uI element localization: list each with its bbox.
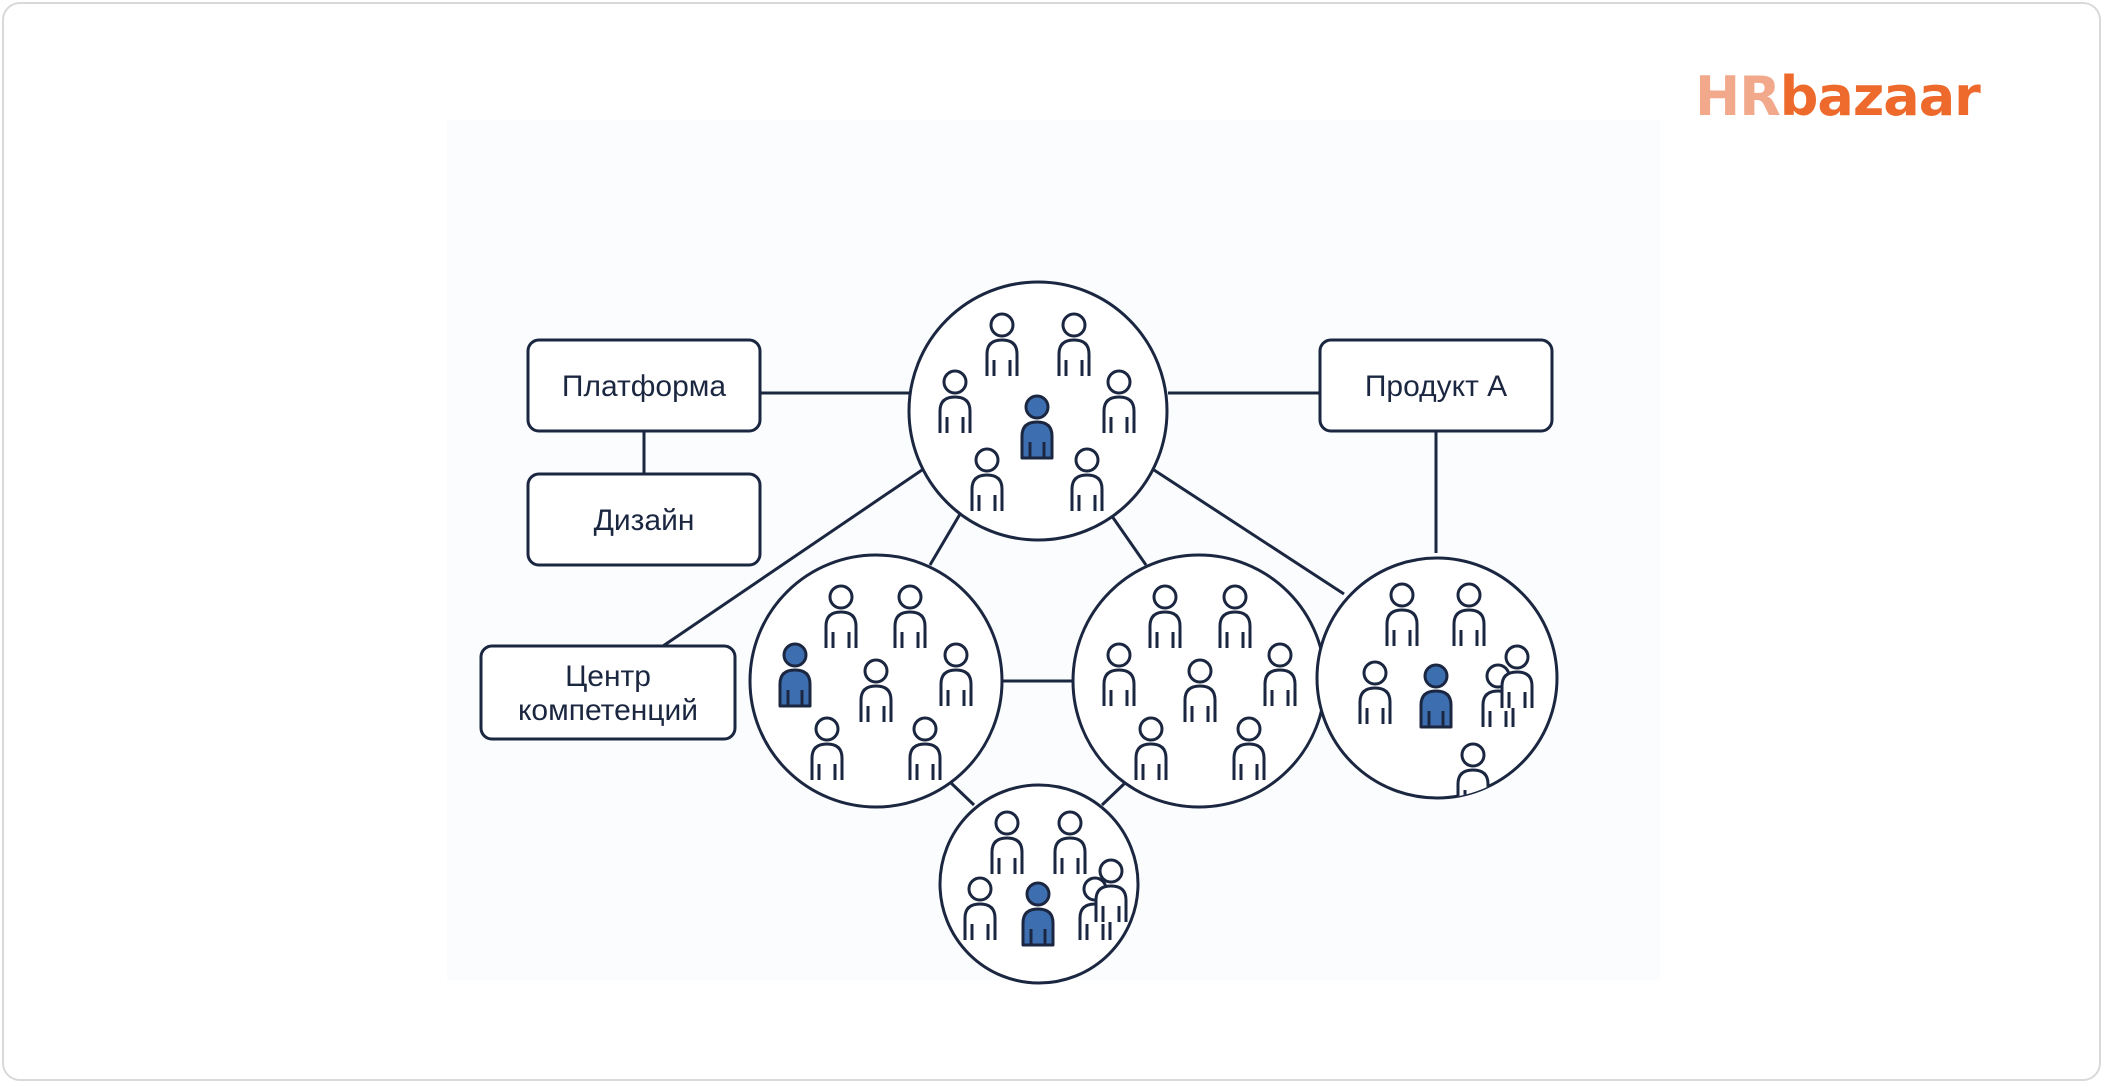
highlighted-person-icon bbox=[1419, 663, 1453, 729]
team-circle-top bbox=[907, 280, 1169, 542]
person-icon bbox=[1452, 582, 1486, 648]
box-platform-label: Платформа bbox=[562, 370, 727, 403]
box-competence-center: Центр компетенций bbox=[479, 644, 737, 741]
box-platform: Платформа bbox=[526, 338, 762, 433]
person-icon bbox=[1500, 644, 1534, 710]
team-circle-middle bbox=[1071, 553, 1327, 809]
person-icon bbox=[859, 658, 893, 724]
person-icon bbox=[824, 584, 858, 650]
box-competence-label-line1: Центр bbox=[565, 660, 651, 693]
person-icon bbox=[1134, 716, 1168, 782]
logo-part-hr: HR bbox=[1695, 65, 1781, 128]
highlighted-person-icon bbox=[1021, 881, 1055, 947]
person-icon bbox=[1218, 584, 1252, 650]
box-competence-label-line2: компетенций bbox=[518, 694, 698, 727]
person-icon bbox=[939, 642, 973, 708]
person-icon bbox=[1053, 810, 1087, 876]
box-design-label: Дизайн bbox=[594, 504, 695, 537]
box-product-a: Продукт А bbox=[1318, 338, 1554, 433]
team-circle-right bbox=[1315, 556, 1559, 800]
line-middle-bottom bbox=[1100, 781, 1127, 807]
person-icon bbox=[1148, 584, 1182, 650]
highlighted-person-icon bbox=[1020, 394, 1054, 460]
line-top-left bbox=[928, 508, 965, 566]
person-icon bbox=[1102, 642, 1136, 708]
person-icon bbox=[1263, 642, 1297, 708]
logo-part-bazaar: bazaar bbox=[1779, 65, 1981, 128]
person-icon bbox=[963, 876, 997, 942]
person-icon bbox=[1232, 716, 1266, 782]
person-icon bbox=[1094, 858, 1128, 924]
person-icon bbox=[985, 312, 1019, 378]
line-top-competence bbox=[662, 468, 923, 648]
person-icon bbox=[990, 810, 1024, 876]
person-icon bbox=[1183, 658, 1217, 724]
person-icon bbox=[1057, 312, 1091, 378]
line-top-right bbox=[1153, 468, 1345, 596]
hrbazaar-logo: HRbazaar bbox=[1695, 70, 1981, 124]
person-icon bbox=[938, 369, 972, 435]
highlighted-person-icon bbox=[778, 642, 812, 708]
person-icon bbox=[810, 716, 844, 782]
connector-lines bbox=[642, 391, 1438, 807]
line-top-middle bbox=[1105, 508, 1148, 566]
box-design: Дизайн bbox=[526, 472, 762, 567]
person-icon bbox=[893, 584, 927, 650]
person-icon bbox=[1358, 660, 1392, 726]
box-product-label: Продукт А bbox=[1365, 370, 1507, 403]
person-icon bbox=[1102, 369, 1136, 435]
team-circle-bottom bbox=[938, 783, 1140, 985]
line-left-bottom bbox=[949, 781, 976, 807]
person-icon bbox=[970, 447, 1004, 513]
person-icon bbox=[908, 716, 942, 782]
person-icon bbox=[1070, 447, 1104, 513]
person-icon bbox=[1385, 582, 1419, 648]
team-circle-left bbox=[748, 553, 1004, 809]
